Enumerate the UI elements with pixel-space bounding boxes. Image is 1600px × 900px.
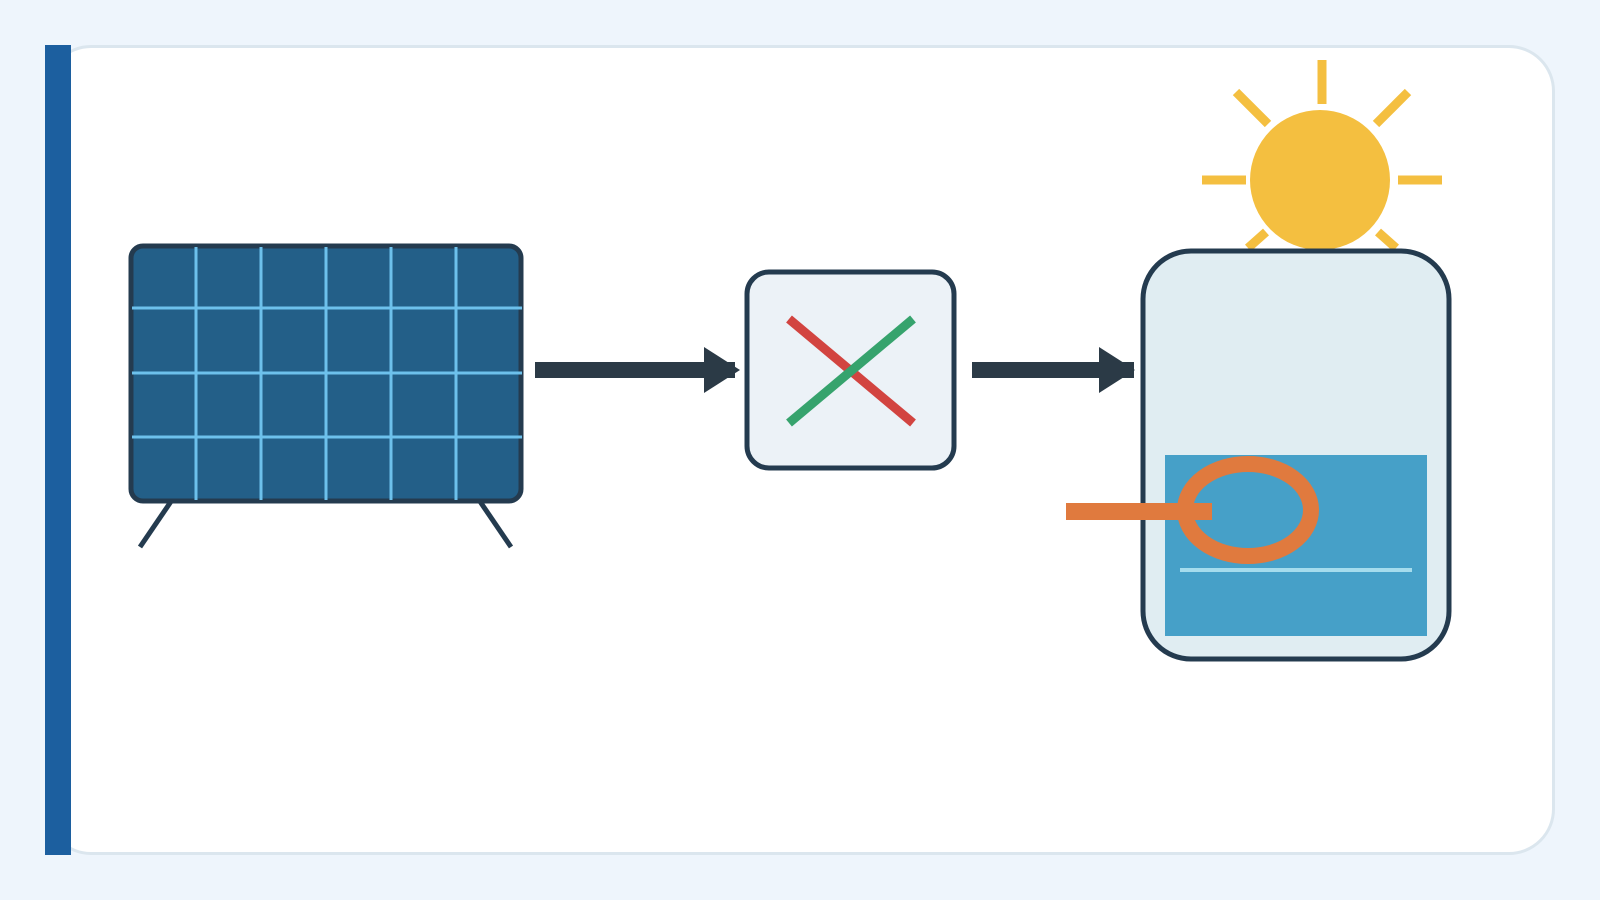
sun-ray <box>1372 88 1412 128</box>
sun-disc <box>1250 110 1390 250</box>
arrow-panel-to-inverter <box>535 347 740 393</box>
sun-rays <box>1202 60 1442 252</box>
solar-panel-left-leg <box>137 498 175 549</box>
arrow-head <box>704 347 740 393</box>
water-tank-icon <box>1140 248 1452 662</box>
sun-ray <box>1232 88 1272 128</box>
heating-coil-icon <box>1066 456 1319 564</box>
heating-coil-rod <box>1066 503 1212 520</box>
sun-ray <box>1375 228 1399 252</box>
sun-icon <box>1202 60 1442 252</box>
arrow-shaft <box>972 362 1134 378</box>
inverter-icon <box>744 269 957 471</box>
accent-bar <box>45 45 71 855</box>
arrow-inverter-to-tank <box>972 347 1135 393</box>
sun-ray <box>1245 228 1269 252</box>
solar-panel-right-leg <box>476 498 514 549</box>
inverter-green-stroke <box>786 315 916 427</box>
solar-panel-icon <box>128 243 524 549</box>
solar-panel-grid <box>132 247 522 500</box>
arrow-shaft <box>535 362 735 378</box>
arrow-head <box>1099 347 1135 393</box>
